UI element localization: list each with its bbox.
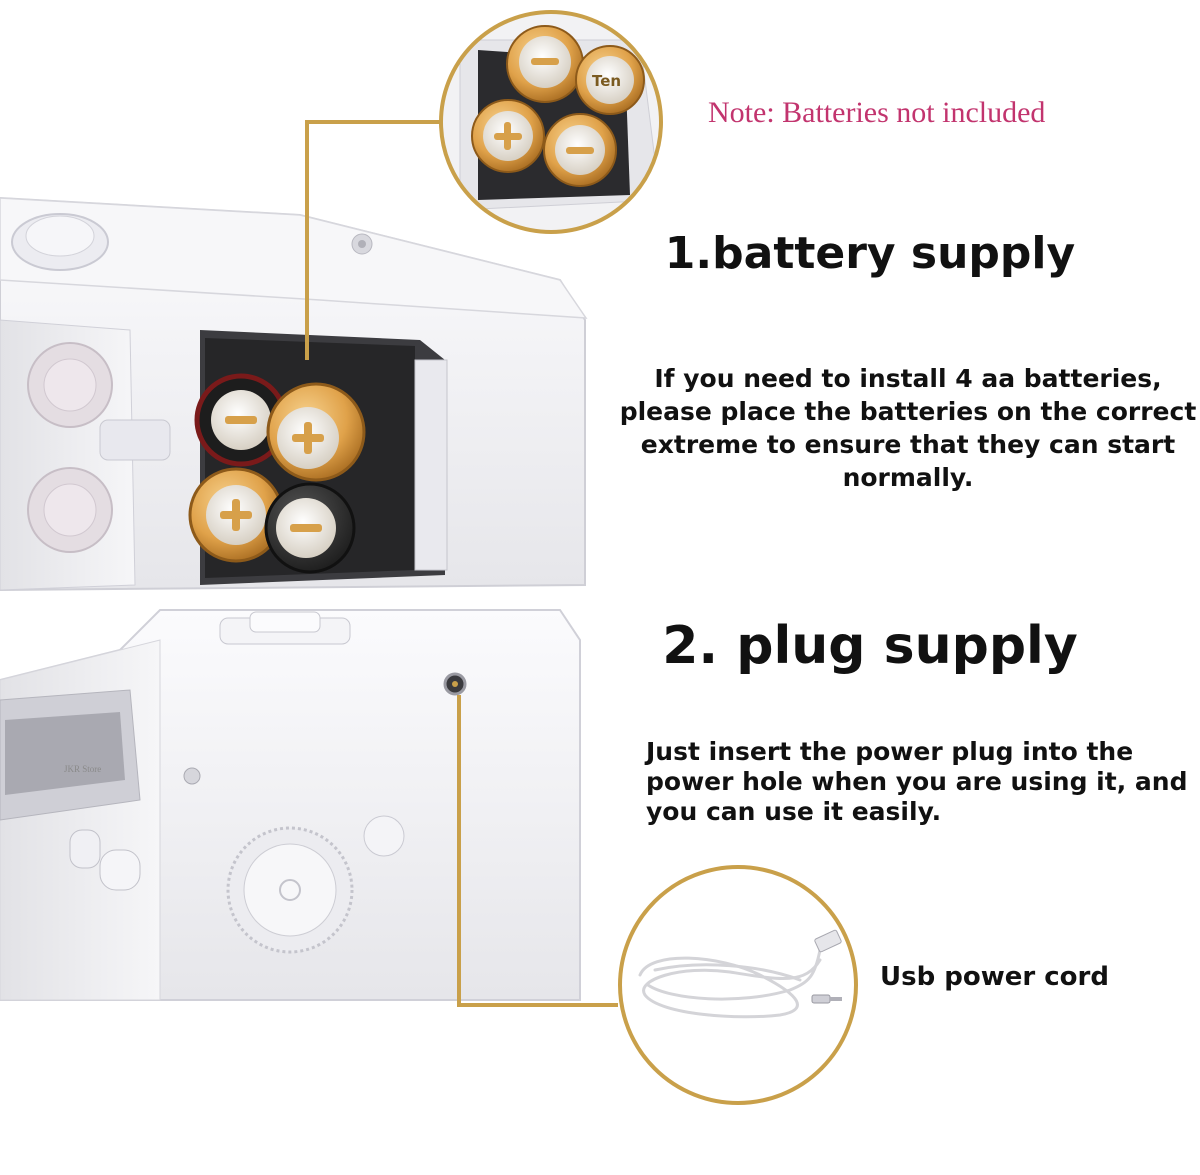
plus-icon bbox=[494, 122, 522, 150]
section2-title: 2. plug supply bbox=[662, 616, 1078, 676]
minus-icon bbox=[566, 147, 594, 154]
minus-icon bbox=[531, 58, 559, 65]
callout-line-plug bbox=[457, 695, 618, 1007]
usb-plug-icon bbox=[814, 929, 842, 953]
device-plug-view bbox=[0, 609, 581, 1001]
battery-magnifier bbox=[439, 10, 663, 234]
section2-body: Just insert the power plug into the powe… bbox=[646, 737, 1188, 826]
battery-label: Ten bbox=[592, 72, 622, 90]
plus-icon bbox=[220, 499, 252, 531]
minus-icon bbox=[225, 416, 257, 424]
cord-label: Usb power cord bbox=[880, 962, 1109, 992]
plus-icon bbox=[292, 422, 324, 454]
usb-cord-magnifier bbox=[618, 865, 858, 1105]
minus-icon bbox=[290, 524, 322, 532]
battery-cluster bbox=[188, 373, 366, 574]
watermark-text: JKR Store bbox=[64, 764, 102, 774]
section1-title: 1.battery supply bbox=[664, 228, 1076, 279]
audio-jack-icon bbox=[811, 994, 842, 1004]
note-text: Note: Batteries not included bbox=[708, 96, 1046, 129]
section1-body: If you need to install 4 aa batteries, p… bbox=[619, 364, 1197, 492]
callout-line-battery bbox=[305, 120, 441, 360]
